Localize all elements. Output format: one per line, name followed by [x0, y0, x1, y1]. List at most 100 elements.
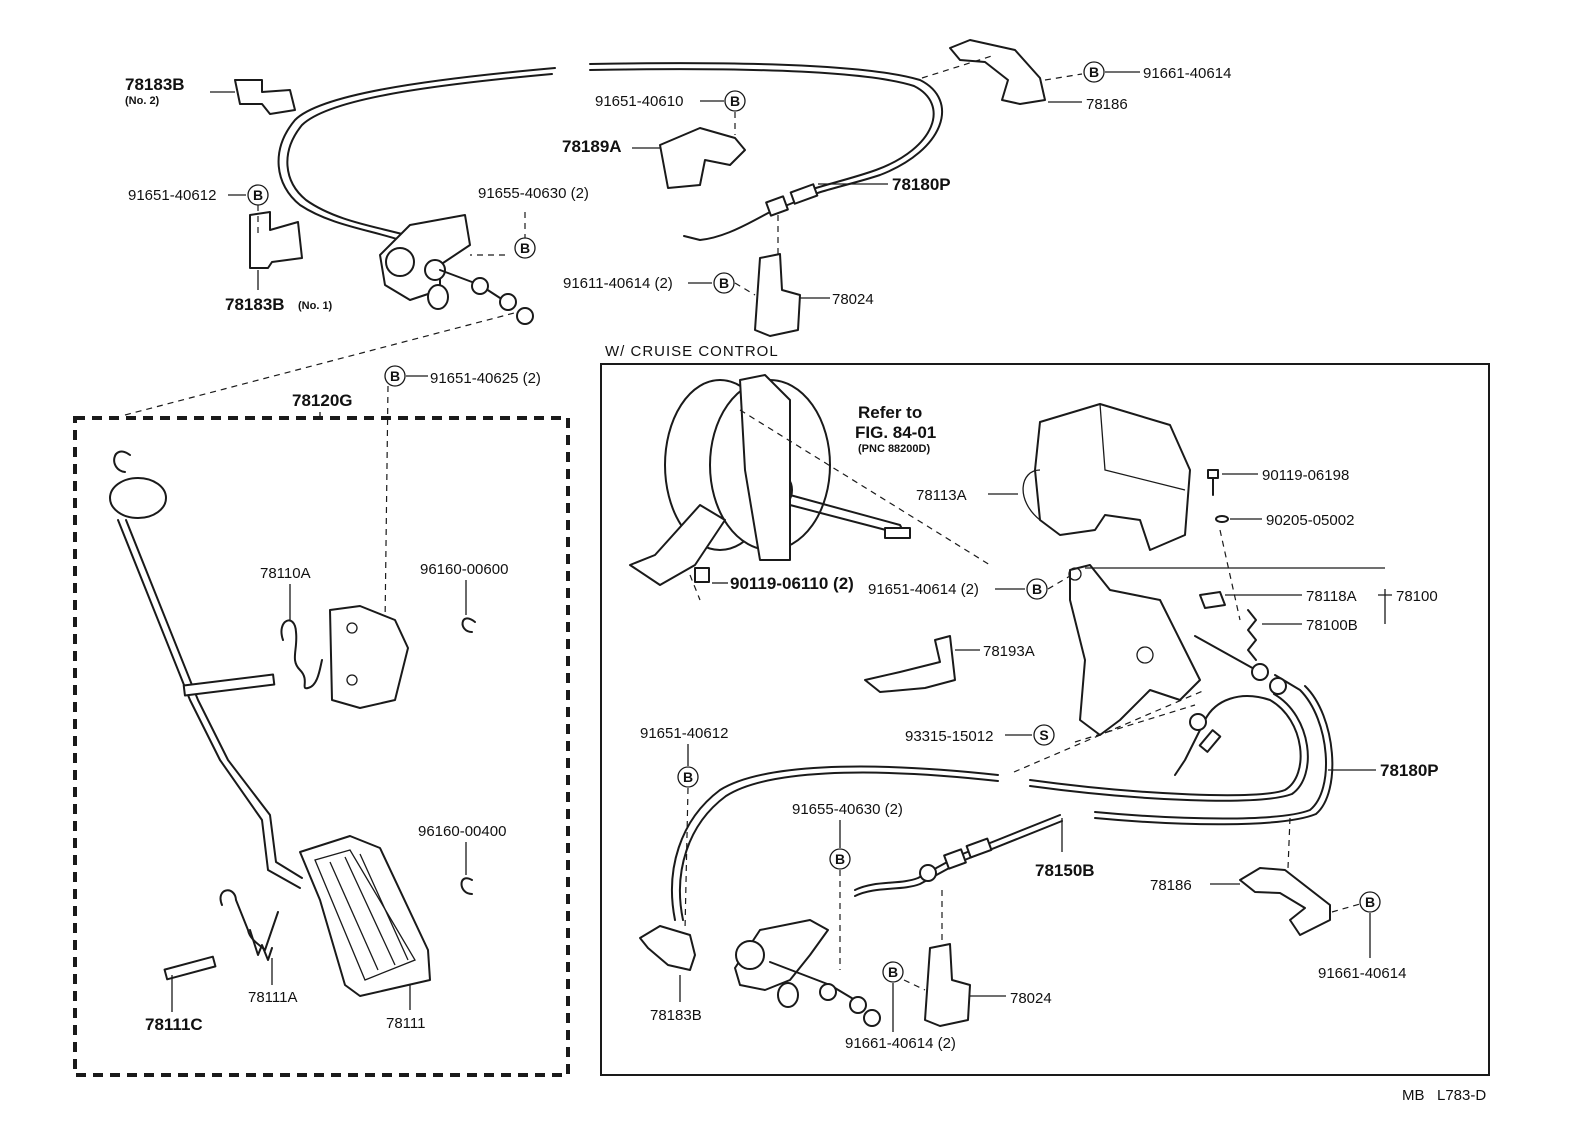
clip-78183b-no1 [249, 205, 303, 290]
bracket-78186-top [921, 39, 1046, 105]
throttle-linkage-top [379, 214, 534, 325]
svg-text:B: B [888, 964, 898, 980]
svg-text:B: B [1365, 894, 1375, 910]
actuator-cover-78113a [1022, 403, 1191, 551]
label-96160-00600: 96160-00600 [420, 561, 508, 578]
label-91651-40625: 91651-40625 (2) [430, 370, 541, 387]
section-title: W/ CRUISE CONTROL [605, 343, 779, 360]
label-78110a: 78110A [260, 565, 311, 582]
accelerator-pedal-arm [109, 450, 303, 889]
bolt-symbol: B [724, 90, 746, 112]
footer-code: MB L783-D [1402, 1087, 1486, 1104]
label-91651-40614-mid: 91651-40614 (2) [868, 581, 979, 598]
label-90119-06198: 90119-06198 [1262, 467, 1349, 484]
accelerator-cable-top [277, 62, 944, 241]
label-91661-40614-top: 91661-40614 [1143, 65, 1231, 82]
label-78193a: 78193A [983, 643, 1035, 660]
label-91611-40614: 91611-40614 (2) [563, 275, 673, 292]
label-78183b-no2: 78183B [125, 75, 185, 94]
svg-text:B: B [520, 240, 530, 256]
svg-text:B: B [1089, 64, 1099, 80]
pin-78111c [163, 955, 217, 981]
label-90205-05002: 90205-05002 [1266, 512, 1354, 529]
screw-90119-06198 [1207, 469, 1219, 496]
bolt-symbol: B [247, 184, 269, 206]
label-78186-top: 78186 [1086, 96, 1128, 113]
label-78111a: 78111A [248, 989, 298, 1006]
label-90119-06110: 90119-06110 (2) [730, 574, 854, 593]
bolt-symbol: B [1359, 891, 1381, 913]
cable-78150b [854, 814, 1063, 897]
screw-90119-06110 [694, 567, 710, 583]
svg-text:S: S [1039, 727, 1048, 743]
label-91651-40610: 91651-40610 [595, 93, 683, 110]
label-91651-40612-top: 91651-40612 [128, 187, 216, 204]
svg-text:B: B [253, 187, 263, 203]
label-78024-top: 78024 [832, 291, 874, 308]
bolt-symbol: B [677, 766, 699, 788]
bracket-78024-low [924, 890, 1006, 1027]
washer-90205 [1215, 515, 1229, 523]
bracket-78186-low [1239, 817, 1361, 936]
spring-78110a [280, 619, 323, 690]
label-78111: 78111 [386, 1015, 426, 1032]
label-78183b-no2-sub: (No. 2) [125, 95, 160, 107]
label-91655-40630-top: 91655-40630 (2) [478, 185, 589, 202]
bolt-symbol: B [384, 365, 406, 387]
svg-text:B: B [1032, 581, 1042, 597]
svg-text:B: B [390, 368, 400, 384]
clip-78193a [864, 635, 956, 693]
label-78183b-low: 78183B [650, 1007, 702, 1024]
bolt-symbol: B [1026, 578, 1048, 600]
ref-line2: FIG. 84-01 [855, 423, 936, 442]
label-78180p-top: 78180P [892, 175, 951, 194]
throttle-linkage-low [734, 919, 881, 1027]
clip-96160-00600 [461, 617, 476, 633]
accelerator-cable-low [671, 663, 1334, 921]
bracket-plate [329, 605, 409, 709]
label-78111c: 78111C [145, 1015, 203, 1034]
label-78183b-no1-sub: (No. 1) [298, 300, 333, 312]
label-78186-low: 78186 [1150, 877, 1192, 894]
label-78150b: 78150B [1035, 861, 1095, 880]
label-78120g: 78120G [292, 391, 353, 410]
svg-text:B: B [683, 769, 693, 785]
label-91661-40614-bot: 91661-40614 (2) [845, 1035, 956, 1052]
label-91661-40614-low: 91661-40614 [1318, 965, 1406, 982]
bolt-symbol: B [882, 961, 904, 983]
bolt-symbol: B [1083, 61, 1105, 83]
pedal-assembly-box [73, 416, 570, 1077]
actuator-link-78100 [1068, 564, 1266, 736]
pedal-pad-78111 [299, 835, 431, 997]
clip-96160-00400 [460, 877, 473, 895]
svg-text:B: B [730, 93, 740, 109]
bracket-78024-top [754, 215, 830, 337]
bolt-symbol: B [713, 272, 735, 294]
label-91655-40630-low: 91655-40630 (2) [792, 801, 903, 818]
spring-78111a [219, 889, 279, 961]
label-78189a: 78189A [562, 137, 622, 156]
bolt-symbol: B [829, 848, 851, 870]
bolt-symbol: B [514, 237, 536, 259]
label-78113a: 78113A [916, 487, 967, 504]
label-78100b: 78100B [1306, 617, 1358, 634]
clip-78183b-low [639, 925, 696, 971]
svg-text:B: B [719, 275, 729, 291]
label-78118a: 78118A [1306, 588, 1357, 605]
label-78024-low: 78024 [1010, 990, 1052, 1007]
label-93315-15012: 93315-15012 [905, 728, 993, 745]
label-78100: 78100 [1396, 588, 1438, 605]
ref-line3: (PNC 88200D) [858, 443, 930, 455]
label-91651-40612-low: 91651-40612 [640, 725, 728, 742]
ref-line1: Refer to [858, 403, 922, 422]
label-78183b-no1: 78183B [225, 295, 285, 314]
actuator-diaphragm [629, 374, 991, 601]
bracket-78189a [632, 127, 746, 189]
clip-78183b-no2 [210, 79, 296, 115]
screw-symbol: S [1033, 724, 1055, 746]
cruise-control-box [600, 363, 1490, 1076]
svg-text:B: B [835, 851, 845, 867]
label-78180p-low: 78180P [1380, 761, 1439, 780]
